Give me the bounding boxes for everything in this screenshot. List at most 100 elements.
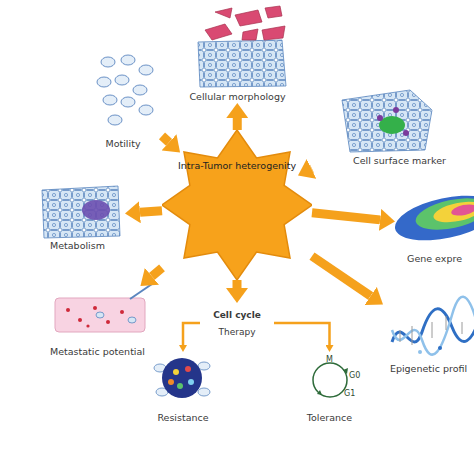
metastatic-art-part (78, 318, 82, 322)
metastatic-art-part (128, 317, 136, 323)
resistance-art-part (173, 369, 179, 375)
metastatic-art-part (93, 306, 97, 310)
cell-cycle-icon-part (343, 368, 348, 374)
surface-marker-art-part (403, 130, 409, 136)
epigenetic-art-part (392, 297, 474, 355)
motility-art-part (103, 95, 117, 105)
feature-node: Metastatic potential (45, 286, 150, 358)
surface-marker-art-part (342, 90, 432, 152)
feature-node: Gene expre (395, 186, 474, 265)
feature-caption: Gene expre (407, 253, 462, 265)
surface-marker-art (342, 90, 432, 152)
resistance-art-part (188, 379, 194, 385)
metastatic-art-part (96, 312, 104, 318)
branch-box: Cell cycleTherapy (200, 303, 274, 343)
surface-marker-art-part (393, 107, 399, 113)
resistance-art-part (198, 362, 210, 370)
block-arrow (307, 164, 317, 173)
surface-marker-art-part (377, 115, 383, 121)
epigenetic-art (392, 297, 474, 355)
morphology-art-part (265, 6, 282, 18)
feature-caption: Epigenetic profil (390, 363, 467, 375)
star-shape (162, 130, 312, 280)
cell-cycle-icon-part (317, 390, 322, 395)
feature-caption: Cellular morphology (189, 91, 285, 103)
block-arrow (312, 256, 371, 296)
motility-art-part (101, 57, 115, 67)
metastatic-art-part (106, 320, 110, 324)
phase-label: G0 (349, 371, 360, 380)
resistance-art-part (198, 388, 210, 396)
morphology-art-part (235, 10, 262, 26)
gene-expression-art (391, 188, 474, 249)
block-arrow (312, 213, 380, 220)
block-arrow (233, 280, 242, 288)
feature-node: Metabolism (30, 182, 125, 252)
metabolism-art-part (82, 200, 110, 220)
epigenetic-art-part (438, 346, 442, 350)
block-arrow (233, 118, 242, 130)
morphology-art-part (242, 29, 258, 40)
motility-art-part (133, 85, 147, 95)
resistance-art-part (177, 383, 183, 389)
motility-art (97, 55, 153, 125)
motility-art-part (139, 65, 153, 75)
metastatic-art-part (86, 324, 89, 327)
feature-caption: Resistance (157, 412, 208, 424)
metastatic-art-part (120, 310, 124, 314)
feature-caption: Metabolism (50, 240, 105, 252)
bracket-arrow (274, 323, 330, 345)
metastatic-art-part (55, 298, 145, 332)
metabolism-art (42, 186, 120, 238)
gene-expression-art-part (413, 193, 474, 236)
block-arrow (152, 268, 162, 276)
gene-expression-art-part (432, 198, 474, 226)
feature-caption: Cell surface marker (353, 155, 446, 167)
feature-node: Cell surface marker (325, 86, 474, 167)
resistance-art (154, 358, 210, 398)
feature-node: Cellular morphology (185, 2, 290, 103)
metastatic-art-part (130, 284, 152, 299)
feature-node: Motility (88, 50, 158, 150)
metastatic-art-part (66, 308, 70, 312)
resistance-art-part (185, 366, 191, 372)
phase-label: G1 (344, 389, 355, 398)
epigenetic-art-part (418, 350, 422, 354)
motility-art-part (121, 55, 135, 65)
motility-art-part (97, 77, 111, 87)
motility-art-part (121, 97, 135, 107)
morphology-art-part (215, 8, 232, 18)
feature-caption: Therapy (219, 326, 256, 338)
feature-caption: Metastatic potential (50, 346, 145, 358)
feature-node: Epigenetic profil (383, 296, 474, 375)
gene-expression-art-part (391, 188, 474, 249)
metastatic-art (55, 284, 152, 332)
bracket-arrow (183, 323, 200, 345)
resistance-art-part (162, 358, 202, 398)
morphology-art-part (198, 40, 286, 87)
phase-label: M (326, 355, 333, 364)
block-arrow (140, 211, 162, 213)
resistance-art-part (168, 379, 174, 385)
feature-caption: Cell cycle (210, 308, 264, 322)
morphology-art-part (262, 26, 285, 40)
cell-cycle-icon-part (313, 363, 347, 397)
star-node: Intra-Tumor heterogenity (162, 130, 312, 280)
block-arrow (162, 136, 169, 142)
morphology-art (198, 6, 286, 87)
motility-art-part (115, 75, 129, 85)
feature-node: Resistance (148, 352, 218, 424)
morphology-art-part (205, 24, 232, 40)
motility-art-part (108, 115, 122, 125)
center-title: Intra-Tumor heterogenity (178, 160, 296, 172)
gene-expression-art-part (450, 202, 474, 217)
motility-art-part (139, 105, 153, 115)
feature-caption: Tolerance (307, 412, 352, 424)
cell-cycle-icon (313, 363, 348, 397)
star-outline (162, 130, 312, 280)
epigenetic-art-part (400, 316, 462, 345)
feature-caption: Motility (106, 138, 141, 150)
